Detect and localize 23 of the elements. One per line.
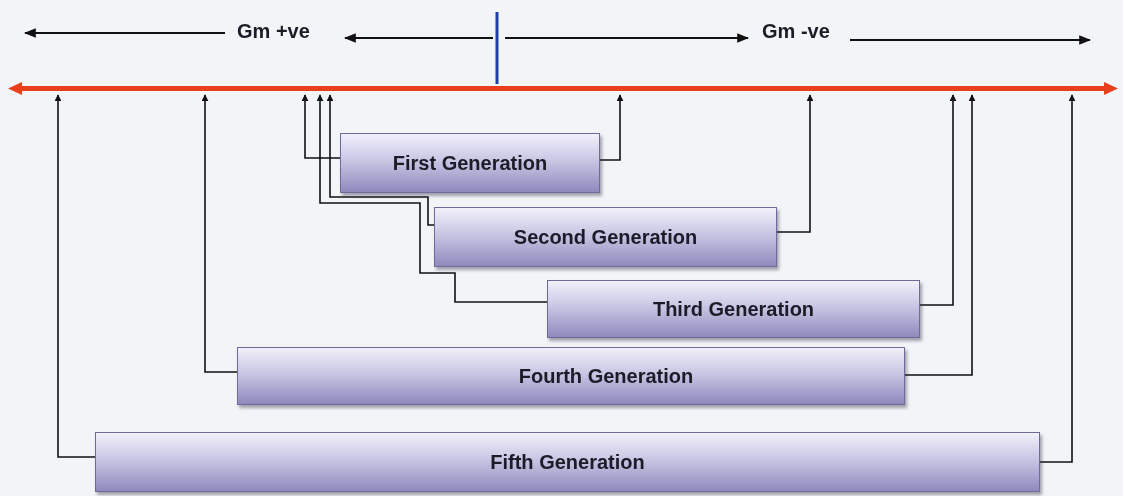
generation-label: Second Generation (513, 225, 698, 249)
arrow (904, 94, 976, 376)
arrow (919, 94, 957, 306)
generation-box (547, 280, 920, 338)
arrow (1039, 94, 1076, 463)
generation-box (95, 432, 1040, 492)
generation-label: Fourth Generation (517, 364, 694, 388)
generation-label: Fifth Generation (490, 450, 645, 474)
arrow (301, 94, 341, 159)
generation-label: First Generation (392, 151, 548, 175)
arrow (599, 94, 624, 161)
range-label: Gm -ve (762, 20, 830, 43)
range-label: Gm +ve (237, 20, 310, 43)
spectrum-arrow (8, 82, 1118, 95)
arrow (316, 94, 548, 303)
arrow (326, 94, 435, 226)
generation-box (237, 347, 905, 405)
arrow (54, 94, 96, 458)
generation-box (434, 207, 777, 267)
generation-box (340, 133, 600, 193)
arrow (776, 94, 814, 233)
arrow (201, 94, 238, 373)
generation-label: Third Generation (652, 297, 815, 321)
